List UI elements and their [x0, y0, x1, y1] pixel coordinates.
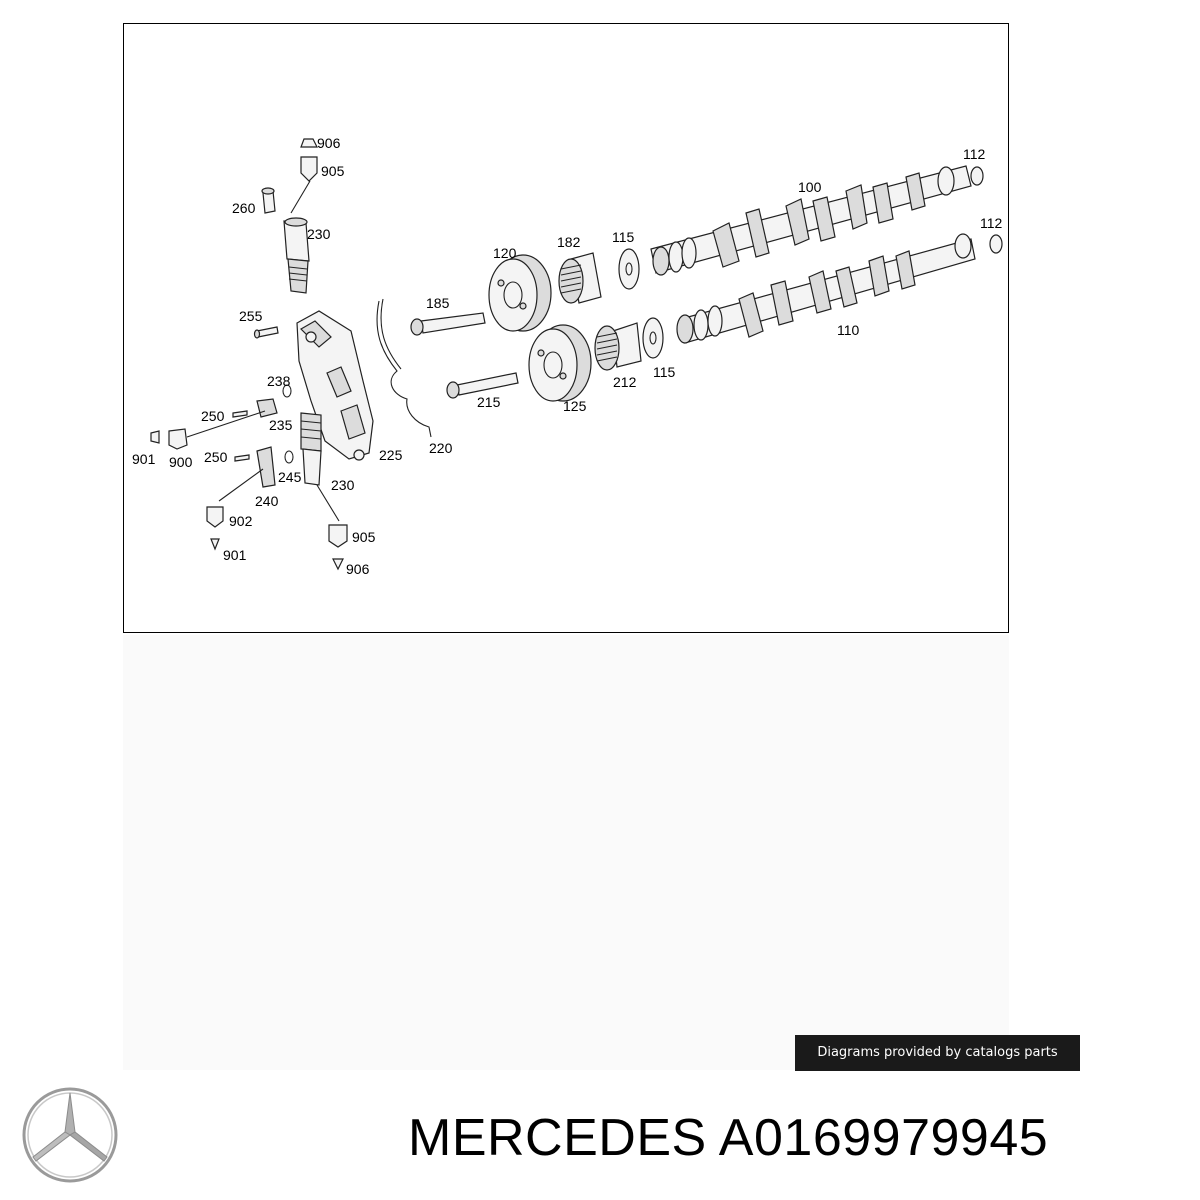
oring-245 [284, 450, 294, 464]
label-182: 182 [557, 234, 581, 250]
diagram-background-area [123, 635, 1009, 1070]
label-260: 260 [232, 200, 256, 216]
camshaft-110 [676, 233, 1003, 344]
sensor-240 [256, 446, 276, 488]
label-115-b: 115 [653, 364, 676, 380]
label-906: 906 [317, 135, 341, 151]
label-238: 238 [267, 373, 291, 389]
camshaft-100 [650, 165, 984, 276]
sprocket-120 [488, 254, 552, 332]
brand-name: MERCEDES [408, 1109, 707, 1167]
label-902: 902 [229, 513, 253, 529]
diagram-frame: 906 905 260 230 255 238 250 235 901 900 … [123, 23, 1009, 633]
connector-906-upper [300, 138, 318, 148]
washer-115-upper [618, 248, 640, 290]
spring-182 [558, 252, 602, 304]
oring-238 [282, 384, 292, 398]
bolt-215 [446, 372, 519, 399]
label-250: 250 [201, 408, 225, 424]
connector-901-lower [210, 538, 220, 551]
solenoid-230-upper [283, 217, 310, 294]
label-901: 901 [132, 451, 156, 467]
footer-title: MERCEDES A0169979945 [408, 1108, 1048, 1168]
label-225: 225 [379, 447, 403, 463]
connector-906-lower [332, 558, 344, 571]
label-235: 235 [269, 417, 293, 433]
part-number: A0169979945 [718, 1109, 1049, 1167]
credit-banner: Diagrams provided by catalogs parts [795, 1035, 1080, 1071]
label-245: 245 [278, 469, 302, 485]
label-112: 112 [963, 146, 986, 162]
solenoid-230-lower [300, 412, 322, 486]
connector-905-lower [328, 524, 348, 548]
gasket-220 [376, 300, 432, 438]
label-905-b: 905 [352, 529, 376, 545]
label-905: 905 [321, 163, 345, 179]
label-125: 125 [563, 398, 587, 414]
housing-225 [296, 310, 374, 461]
bolt-185 [410, 312, 486, 336]
label-115: 115 [612, 229, 635, 245]
connector-905-upper [300, 156, 318, 182]
label-110: 110 [837, 322, 860, 338]
label-230-b: 230 [331, 477, 355, 493]
exploded-parts-diagram: 906 905 260 230 255 238 250 235 901 900 … [132, 135, 1003, 577]
label-900: 900 [169, 454, 193, 470]
label-906-b: 906 [346, 561, 370, 577]
label-120: 120 [493, 245, 517, 261]
label-100: 100 [798, 179, 822, 195]
sprocket-125 [528, 324, 592, 402]
connector-901-left [150, 430, 160, 444]
label-255: 255 [239, 308, 263, 324]
label-901-b: 901 [223, 547, 247, 563]
label-215: 215 [477, 394, 501, 410]
label-112-b: 112 [980, 215, 1003, 231]
mercedes-star-icon [22, 1087, 118, 1183]
bolt-260 [261, 187, 276, 214]
label-230: 230 [307, 226, 331, 242]
connector-902 [206, 506, 224, 528]
bolt-255 [253, 326, 279, 339]
spring-212 [594, 322, 642, 371]
label-212: 212 [613, 374, 637, 390]
label-220: 220 [429, 440, 453, 456]
label-240: 240 [255, 493, 279, 509]
washer-115-lower [642, 317, 664, 359]
label-250-b: 250 [204, 449, 228, 465]
connector-900 [168, 428, 188, 450]
sensor-235 [256, 398, 278, 418]
label-185: 185 [426, 295, 450, 311]
